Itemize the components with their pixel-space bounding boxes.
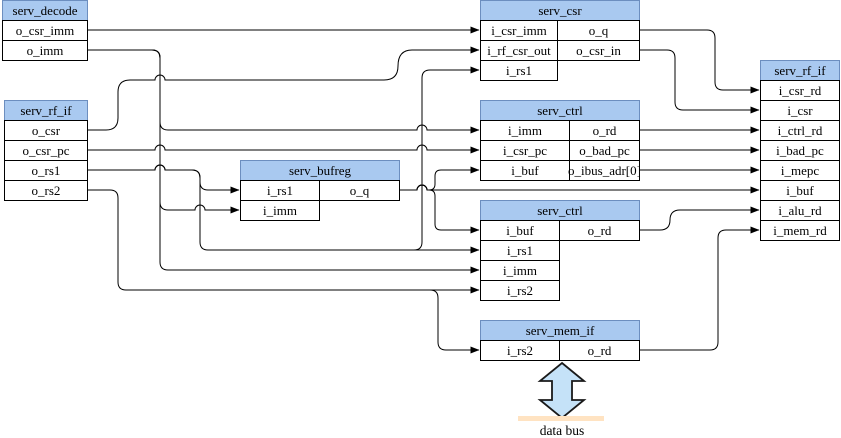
port-row: i_bad_pc: [760, 140, 840, 161]
port-cell-serv_rf_if_left-o_csr[interactable]: o_csr: [4, 120, 88, 141]
port-cell-serv_ctrl_2-i_rs1[interactable]: i_rs1: [480, 240, 560, 261]
port-cell-serv_ctrl_2-i_rs2[interactable]: i_rs2: [480, 280, 560, 301]
port-cell-serv_rf_if_left-o_rs1[interactable]: o_rs1: [4, 160, 88, 181]
port-row: o_imm: [2, 40, 88, 61]
wire-serv_csr.o_csr_in-to-serv_rf_if_right.i_csr: [640, 49, 760, 114]
module-title-serv_bufreg[interactable]: serv_bufreg: [240, 160, 400, 181]
port-cell-serv_ctrl_1-i_buf[interactable]: i_buf: [480, 160, 570, 181]
port-cell-serv_ctrl_1-o_bad_pc[interactable]: o_bad_pc: [569, 140, 640, 161]
port-row: o_csr: [4, 120, 88, 141]
wire-serv_bufreg.o_q-to-serv_ctrl_2.i_buf: [400, 184, 480, 234]
port-cell-serv_bufreg-i_rs1[interactable]: i_rs1: [240, 180, 320, 201]
port-cell-serv_decode-o_csr_imm[interactable]: o_csr_imm: [2, 20, 88, 41]
port-cell-serv_decode-o_imm[interactable]: o_imm: [2, 40, 88, 61]
port-cell-serv_rf_if_right-i_buf[interactable]: i_buf: [760, 180, 840, 201]
port-cell-serv_csr-i_rf_csr_out[interactable]: i_rf_csr_out: [480, 40, 558, 61]
port-cell-serv_bufreg-o_q[interactable]: o_q: [319, 180, 400, 201]
port-cell-serv_rf_if_right-i_ctrl_rd[interactable]: i_ctrl_rd: [760, 120, 840, 141]
module-title-serv_csr[interactable]: serv_csr: [480, 0, 640, 21]
port-cell-serv_rf_if_left-o_rs2[interactable]: o_rs2: [4, 180, 88, 201]
wire-serv_bufreg.o_q-to-serv_rf_if_right.i_buf: [400, 184, 760, 194]
port-cell-serv_bufreg-i_imm[interactable]: i_imm: [240, 200, 320, 221]
wire-serv_rf_if_left.o_rs2-to-serv_mem_if.i_rs2: [429, 289, 480, 354]
port-row: o_csr_imm: [2, 20, 88, 41]
wire-serv_csr.o_q-to-serv_rf_if_right.i_csr_rd: [640, 29, 760, 94]
wire-serv_decode.o_imm-to-serv_ctrl_1.i_imm: [88, 49, 480, 134]
module-title-serv_ctrl_1[interactable]: serv_ctrl: [480, 100, 640, 121]
port-row: i_rs1: [480, 60, 640, 81]
port-cell-serv_rf_if_left-o_csr_pc[interactable]: o_csr_pc: [4, 140, 88, 161]
port-row: i_csr_rd: [760, 80, 840, 101]
port-cell-serv_csr-o_q[interactable]: o_q: [557, 20, 640, 41]
port-row: o_csr_pc: [4, 140, 88, 161]
port-cell-serv_csr-o_csr_in[interactable]: o_csr_in: [557, 40, 640, 61]
port-row: o_rs2: [4, 180, 88, 201]
port-row: i_ctrl_rd: [760, 120, 840, 141]
port-row: i_imm: [240, 200, 400, 221]
port-cell-serv_ctrl_2-i_imm[interactable]: i_imm: [480, 260, 560, 281]
port-cell-serv_ctrl_1-o_ibus_adr[0][interactable]: o_ibus_adr[0]: [568, 160, 641, 181]
port-cell-serv_rf_if_right-i_bad_pc[interactable]: i_bad_pc: [760, 140, 840, 161]
module-title-serv_mem_if[interactable]: serv_mem_if: [480, 320, 640, 341]
wire-serv_rf_if_left.o_rs2-to-serv_ctrl_2.i_rs2: [88, 189, 480, 294]
port-cell-serv_csr-i_csr_imm[interactable]: i_csr_imm: [480, 20, 558, 41]
wire-serv_rf_if_left.o_csr-to-serv_csr.i_rf_csr_out: [88, 46, 480, 131]
wire-serv_rf_if_left.o_rs1-to-serv_bufreg.i_rs1: [88, 164, 240, 194]
module-title-serv_rf_if_right[interactable]: serv_rf_if: [760, 60, 840, 81]
port-cell-serv_ctrl_1-i_csr_pc[interactable]: i_csr_pc: [480, 140, 570, 161]
port-cell-serv_ctrl_1-i_imm[interactable]: i_imm: [480, 120, 570, 141]
port-row: o_rs1: [4, 160, 88, 181]
wire-serv_rf_if_left.o_rs1-to-serv_ctrl_2.i_rs1: [88, 164, 480, 254]
port-row: i_mepc: [760, 160, 840, 181]
port-cell-serv_ctrl_1-o_rd[interactable]: o_rd: [569, 120, 640, 141]
port-cell-serv_ctrl_2-o_rd[interactable]: o_rd: [559, 220, 640, 241]
port-row: i_imm: [480, 260, 640, 281]
wire-serv_rf_if_left.o_csr_pc-to-serv_ctrl_1.i_csr_pc: [88, 144, 480, 154]
port-cell-serv_rf_if_right-i_mepc[interactable]: i_mepc: [760, 160, 840, 181]
port-row: i_csr: [760, 100, 840, 121]
port-cell-serv_rf_if_right-i_mem_rd[interactable]: i_mem_rd: [760, 220, 840, 241]
wire-serv_ctrl_2.o_rd-to-serv_rf_if_right.i_alu_rd: [640, 206, 760, 231]
wire-serv_mem_if.o_rd-to-serv_rf_if_right.i_mem_rd: [640, 226, 760, 351]
module-title-serv_decode[interactable]: serv_decode: [2, 0, 88, 21]
port-cell-serv_mem_if-i_rs2[interactable]: i_rs2: [480, 340, 560, 361]
port-cell-serv_ctrl_2-i_buf[interactable]: i_buf: [480, 220, 560, 241]
module-title-serv_ctrl_2[interactable]: serv_ctrl: [480, 200, 640, 221]
port-row: i_mem_rd: [760, 220, 840, 241]
port-row: i_rs1: [480, 240, 640, 261]
port-cell-serv_rf_if_right-i_csr[interactable]: i_csr: [760, 100, 840, 121]
module-title-serv_rf_if_left[interactable]: serv_rf_if: [4, 100, 88, 121]
wire-serv_decode.o_imm-to-serv_ctrl_2.i_imm: [88, 49, 480, 274]
port-cell-serv_csr-i_rs1[interactable]: i_rs1: [480, 60, 558, 81]
wire-serv_rf_if_left.o_rs1-to-serv_csr.i_rs1: [413, 66, 480, 251]
port-cell-serv_mem_if-o_rd[interactable]: o_rd: [559, 340, 640, 361]
port-cell-serv_rf_if_right-i_alu_rd[interactable]: i_alu_rd: [760, 200, 840, 221]
port-row: i_rs2: [480, 280, 640, 301]
data-bus-arrow[interactable]: [537, 361, 587, 420]
port-row: i_buf: [760, 180, 840, 201]
port-row: i_alu_rd: [760, 200, 840, 221]
data-bus-bar: [518, 416, 604, 421]
port-cell-serv_rf_if_right-i_csr_rd[interactable]: i_csr_rd: [760, 80, 840, 101]
data-bus-label: data bus: [539, 423, 585, 438]
wire-serv_bufreg.o_q-to-serv_ctrl_1.i_buf: [400, 166, 480, 191]
